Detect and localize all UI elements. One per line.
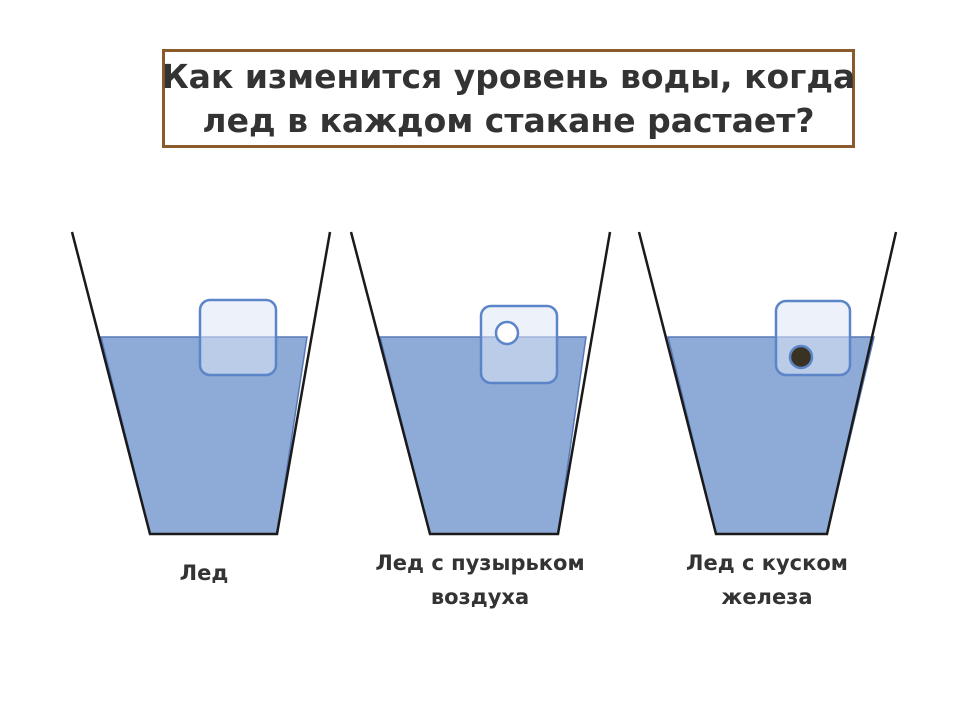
caption-ice-air-bubble-line-2: воздуха [430, 585, 530, 609]
ice-cube-air-bubble [479, 304, 559, 385]
glass-ice-iron [637, 231, 898, 536]
question-title-box: Как изменится уровень воды, когда лед в … [162, 49, 855, 148]
caption-ice-air-bubble-line-1: Лед с пузырьком [375, 551, 585, 575]
caption-plain-ice-line-1: Лед [179, 561, 229, 585]
glass-outline-plain-ice [70, 231, 332, 536]
glass-ice-air-bubble [349, 231, 612, 536]
glass-outline-ice-iron [637, 231, 898, 536]
glass-plain-ice [70, 231, 332, 536]
iron-piece-icon [788, 344, 814, 370]
caption-ice-iron: Лед с куском железа [637, 546, 897, 614]
caption-ice-iron-line-1: Лед с куском [686, 551, 848, 575]
ice-cube-plain [198, 298, 278, 377]
ice-cube-iron [774, 299, 852, 377]
question-title-line-1: Как изменится уровень воды, когда [161, 56, 856, 96]
glass-outline-ice-air-bubble [349, 231, 612, 536]
caption-ice-iron-line-2: железа [721, 585, 813, 609]
caption-plain-ice: Лед [74, 556, 334, 590]
air-bubble-icon [494, 320, 520, 346]
question-title-line-2: лед в каждом стакане растает? [202, 100, 815, 140]
caption-ice-air-bubble: Лед с пузырьком воздуха [350, 546, 610, 614]
